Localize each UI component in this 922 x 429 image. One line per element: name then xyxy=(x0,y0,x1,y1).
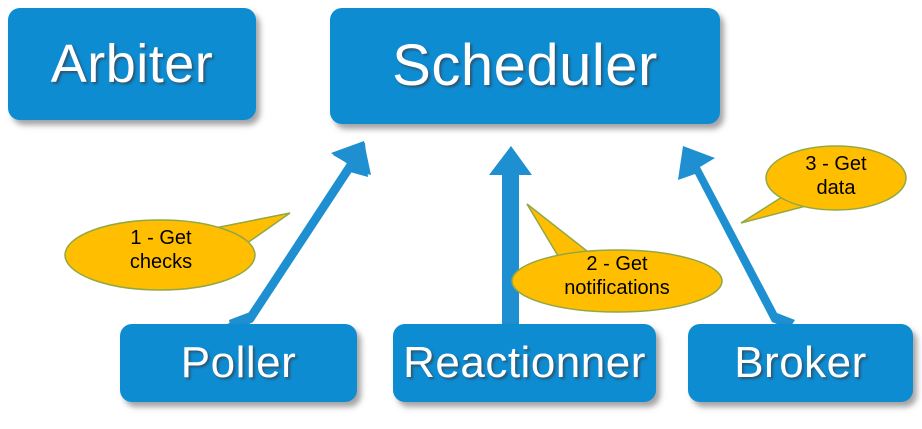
callout-bubble-3 xyxy=(740,145,907,224)
node-broker[interactable]: Broker xyxy=(688,324,913,402)
arrow-broker-to-scheduler xyxy=(678,146,795,329)
node-reactionner-label: Reactionner xyxy=(403,338,646,387)
callout-bubble-2 xyxy=(511,203,723,313)
node-poller[interactable]: Poller xyxy=(120,324,357,402)
node-reactionner[interactable]: Reactionner xyxy=(393,324,656,402)
arrow-reactionner-to-scheduler xyxy=(489,146,532,328)
arrow-poller-to-scheduler xyxy=(225,141,371,333)
node-poller-label: Poller xyxy=(180,338,297,387)
callout-bubble-1 xyxy=(64,212,291,291)
node-scheduler[interactable]: Scheduler xyxy=(330,8,720,124)
node-scheduler-label: Scheduler xyxy=(392,33,658,98)
node-arbiter[interactable]: Arbiter xyxy=(8,8,256,120)
node-arbiter-label: Arbiter xyxy=(50,34,214,94)
node-broker-label: Broker xyxy=(734,338,867,387)
